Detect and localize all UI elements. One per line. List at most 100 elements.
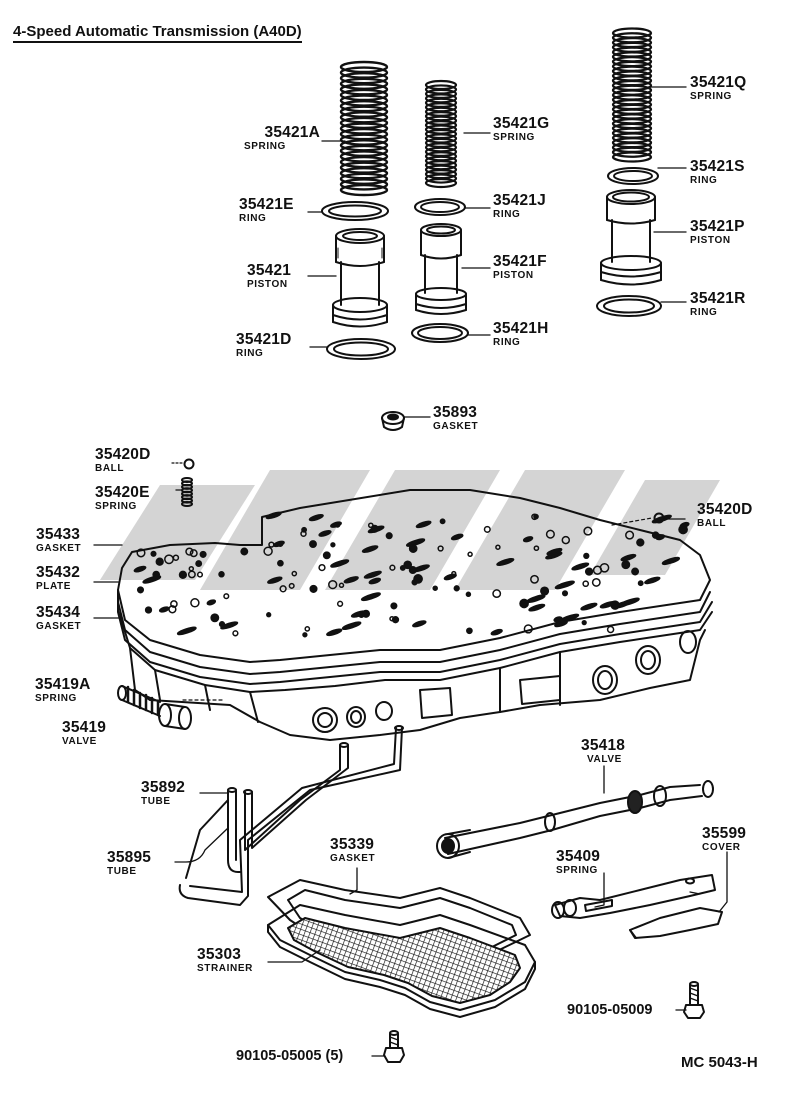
plate-hole bbox=[328, 579, 338, 590]
piston-35421-icon bbox=[332, 228, 388, 328]
plate-hole bbox=[583, 552, 590, 560]
plate-hole bbox=[599, 600, 616, 609]
tube-35895-icon bbox=[178, 725, 404, 906]
plate-hole bbox=[413, 574, 423, 584]
plate-hole bbox=[415, 520, 432, 529]
ring-35421D-icon bbox=[326, 338, 396, 360]
plate-hole bbox=[408, 544, 418, 553]
plate-hole bbox=[432, 585, 438, 591]
part-number: 35409 bbox=[556, 848, 601, 865]
plate-hole bbox=[288, 582, 295, 589]
plate-hole bbox=[330, 559, 350, 568]
part-name: SPRING bbox=[690, 90, 732, 102]
plate-hole bbox=[218, 621, 226, 628]
plate-hole bbox=[309, 584, 318, 593]
part-name: COVER bbox=[702, 841, 741, 853]
part-name: SPRING bbox=[493, 131, 535, 143]
part-name: PISTON bbox=[247, 278, 288, 290]
plate-hole bbox=[158, 606, 170, 613]
part-name: GASKET bbox=[330, 852, 376, 864]
part-number: 35432 bbox=[36, 564, 81, 581]
plate-hole bbox=[220, 621, 239, 630]
plate-hole bbox=[492, 589, 502, 599]
diagram-reference-code: MC 5043-H bbox=[681, 1054, 758, 1071]
spring-35409-icon bbox=[551, 874, 716, 919]
part-number: 35421H bbox=[493, 320, 549, 337]
part-name: SPRING bbox=[35, 692, 77, 704]
plate-hole bbox=[190, 598, 200, 608]
part-number: 35421G bbox=[493, 115, 550, 132]
part-name: RING bbox=[493, 208, 521, 220]
part-number: 35421P bbox=[690, 218, 745, 235]
part-number: 35421J bbox=[493, 192, 546, 209]
part-label-35421R: 35421R RING bbox=[690, 291, 746, 318]
spring-coil bbox=[611, 151, 653, 163]
plate-hole bbox=[330, 542, 336, 548]
plate-hole bbox=[309, 540, 317, 549]
plate-hole bbox=[210, 613, 220, 623]
plate-hole bbox=[439, 518, 446, 525]
part-number: 35421 bbox=[247, 262, 292, 279]
part-label-35421A: 35421A SPRING bbox=[234, 125, 320, 152]
plate-hole bbox=[385, 532, 393, 540]
plate-hole bbox=[679, 521, 690, 529]
spring-35420E-icon bbox=[181, 477, 193, 507]
plate-hole bbox=[651, 514, 672, 524]
cover-35599-icon bbox=[629, 907, 723, 939]
plate-hole bbox=[644, 576, 661, 585]
part-name: RING bbox=[493, 336, 521, 348]
part-label-35419A: 35419A SPRING bbox=[35, 677, 91, 704]
plate-hole bbox=[223, 593, 230, 600]
plate-hole bbox=[176, 626, 197, 636]
part-number: 35421S bbox=[690, 158, 745, 175]
part-label-35434: 35434 GASKET bbox=[36, 605, 81, 632]
part-name: VALVE bbox=[62, 735, 97, 747]
plate-hole bbox=[199, 550, 207, 558]
plate-hole bbox=[625, 530, 635, 540]
plate-hole bbox=[661, 556, 681, 565]
part-name: TUBE bbox=[107, 865, 137, 877]
spring-coil bbox=[424, 177, 458, 189]
part-number: 35421A bbox=[264, 124, 320, 141]
part-name: PISTON bbox=[690, 234, 731, 246]
bolt-label-90105-05005: 90105-05005 (5) bbox=[236, 1048, 344, 1064]
plate-hole bbox=[341, 621, 362, 630]
plate-hole bbox=[302, 632, 308, 638]
plate-hole bbox=[343, 576, 359, 584]
spring-coil bbox=[339, 183, 389, 197]
part-number: 35421D bbox=[236, 331, 292, 348]
dashed-guides bbox=[182, 517, 653, 701]
plate-hole bbox=[631, 567, 640, 576]
part-name: BALL bbox=[95, 462, 125, 474]
plate-hole bbox=[370, 524, 379, 533]
plate-hole bbox=[389, 615, 395, 622]
plate-hole bbox=[189, 549, 198, 558]
plate-hole bbox=[571, 562, 590, 571]
piston-35421F-icon bbox=[415, 223, 467, 315]
part-label-35409: 35409 SPRING bbox=[556, 849, 600, 876]
plate-hole bbox=[263, 546, 273, 556]
plate-hole bbox=[164, 554, 174, 565]
gasket-35893-icon bbox=[381, 411, 405, 431]
plate-hole bbox=[308, 513, 324, 522]
part-number: 35420D bbox=[697, 501, 753, 518]
part-name: SPRING bbox=[244, 140, 286, 152]
spring-35419A-icon bbox=[117, 685, 161, 717]
part-label-35420D-right: 35420D BALL bbox=[697, 502, 753, 529]
plate-hole bbox=[338, 582, 345, 589]
plate-hole bbox=[136, 548, 146, 558]
valve-body-assembly-icon bbox=[117, 489, 713, 741]
plate-hole bbox=[526, 594, 546, 603]
ball-35420D-left-icon bbox=[171, 458, 195, 470]
plate-hole bbox=[531, 513, 538, 521]
bolt-90105-05005-icon bbox=[383, 1030, 405, 1063]
plate-hole bbox=[530, 574, 539, 584]
plate-hole bbox=[620, 553, 637, 562]
part-number: 35893 bbox=[433, 404, 478, 421]
plate-hole bbox=[144, 606, 153, 614]
plate-hole bbox=[267, 576, 283, 584]
plate-hole bbox=[232, 630, 239, 637]
plate-hole bbox=[584, 567, 594, 576]
plate-hole bbox=[582, 580, 590, 588]
